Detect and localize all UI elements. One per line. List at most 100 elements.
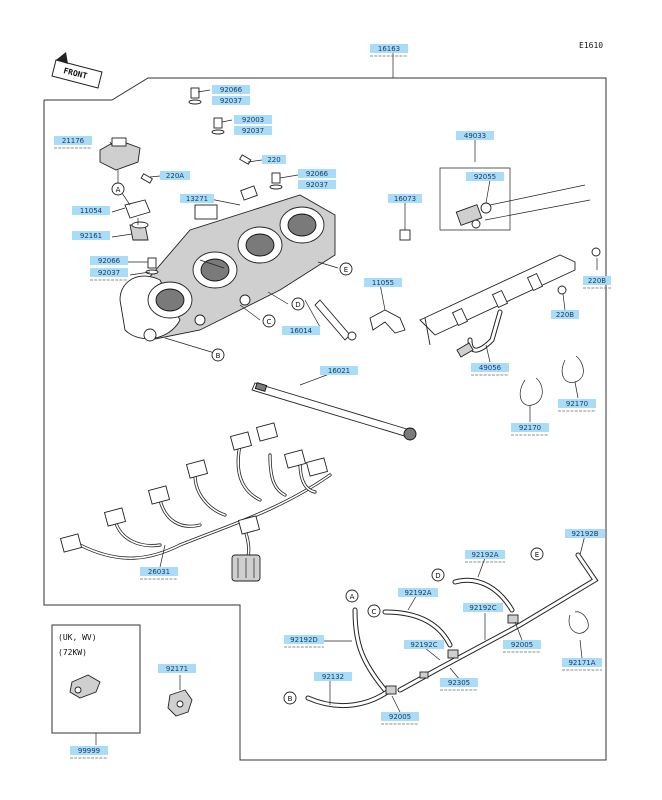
label-220B-b: 220B (551, 310, 579, 319)
label-49033: 49033 (456, 131, 494, 140)
svg-text:220B: 220B (588, 277, 606, 285)
label-49056: 49056 (471, 363, 509, 376)
callout-b-lower: B (283, 691, 297, 705)
label-92192D: 92192D (284, 635, 324, 648)
label-92005-b: 92005 (503, 640, 541, 653)
svg-text:B: B (288, 695, 293, 703)
shaft-part (251, 382, 417, 441)
svg-text:92161: 92161 (80, 232, 102, 240)
svg-text:92305: 92305 (448, 679, 470, 687)
label-21176: 21176 (54, 136, 92, 149)
label-92192A-a: 92192A (465, 550, 505, 563)
svg-text:16021: 16021 (328, 367, 350, 375)
svg-text:16014: 16014 (290, 327, 313, 335)
svg-text:92037: 92037 (220, 97, 242, 105)
callout-a-lower: A (345, 589, 359, 603)
spring-clips (519, 355, 584, 406)
svg-text:13271: 13271 (186, 195, 208, 203)
svg-text:92066: 92066 (98, 257, 121, 265)
svg-text:92192C: 92192C (469, 604, 496, 612)
svg-text:C: C (267, 318, 272, 326)
callout-c-upper: C (262, 314, 276, 328)
svg-text:92171: 92171 (166, 665, 188, 673)
label-11055: 11055 (364, 278, 402, 287)
label-92171A: 92171A (562, 658, 602, 671)
fuel-rail (419, 247, 601, 358)
label-92066-a: 92066 (212, 85, 250, 94)
front-arrow-icon: FRONT (51, 52, 103, 89)
svg-text:92192A: 92192A (471, 551, 498, 559)
callout-e-upper: E (339, 262, 353, 276)
label-92170-b: 92170 (558, 399, 596, 412)
label-92066-b: 92066 (298, 169, 336, 178)
variant-line-2: (72KW) (58, 648, 87, 657)
label-16014: 16014 (282, 326, 320, 335)
label-16163: 16163 (370, 44, 408, 57)
label-16021: 16021 (320, 366, 358, 375)
svg-text:A: A (350, 593, 355, 601)
wiring-harness (59, 422, 332, 582)
label-92037-a: 92037 (212, 96, 250, 105)
svg-text:220: 220 (267, 156, 280, 164)
svg-text:92003: 92003 (242, 116, 264, 124)
label-26031: 26031 (140, 567, 178, 580)
label-92192C-a: 92192C (463, 603, 503, 612)
label-92305: 92305 (440, 678, 478, 691)
label-92005-a: 92005 (381, 712, 419, 725)
svg-text:92066: 92066 (220, 86, 243, 94)
label-11054: 11054 (72, 206, 110, 215)
label-220A: 220A (160, 171, 190, 180)
mount-bracket (167, 689, 193, 717)
part-labels: 16163 92066 92037 92003 92037 220 92066 … (54, 44, 611, 759)
plug-part (399, 229, 411, 241)
svg-text:92192A: 92192A (404, 589, 431, 597)
bracket-part (369, 309, 406, 334)
svg-text:92192D: 92192D (290, 636, 318, 644)
svg-text:D: D (435, 572, 440, 580)
callout-d-upper: D (291, 297, 305, 311)
svg-text:220B: 220B (556, 311, 574, 319)
callouts: A B C D E A B C D E (111, 182, 544, 705)
label-92192A-b: 92192A (398, 588, 438, 597)
variant-bracket (69, 674, 101, 699)
svg-text:92066: 92066 (306, 170, 329, 178)
svg-text:E: E (535, 551, 539, 559)
sensor-strip (314, 299, 357, 341)
label-99999: 99999 (70, 746, 108, 759)
regulator-unit (455, 184, 591, 229)
svg-text:220A: 220A (166, 172, 184, 180)
label-92171: 92171 (158, 664, 196, 673)
svg-text:B: B (216, 352, 221, 360)
label-220B-a: 220B (583, 276, 611, 289)
callout-a-upper: A (111, 182, 125, 196)
svg-text:92170: 92170 (566, 400, 588, 408)
svg-text:92037: 92037 (242, 127, 264, 135)
label-92037-c: 92037 (298, 180, 336, 189)
svg-text:16163: 16163 (378, 45, 400, 53)
svg-text:92192B: 92192B (571, 530, 598, 538)
label-220: 220 (262, 155, 286, 164)
svg-text:92132: 92132 (322, 673, 344, 681)
svg-text:26031: 26031 (148, 568, 170, 576)
label-92170-a: 92170 (511, 423, 549, 436)
label-92192B: 92192B (565, 529, 605, 538)
svg-text:99999: 99999 (78, 747, 100, 755)
callout-c-lower: C (367, 604, 381, 618)
svg-text:92171A: 92171A (568, 659, 595, 667)
svg-text:92037: 92037 (98, 269, 120, 277)
svg-text:A: A (116, 186, 121, 194)
main-frame (43, 77, 607, 761)
svg-text:11054: 11054 (80, 207, 103, 215)
svg-text:92037: 92037 (306, 181, 328, 189)
label-13271: 13271 (180, 194, 214, 203)
svg-text:21176: 21176 (62, 137, 85, 145)
svg-text:C: C (372, 608, 377, 616)
svg-text:92192C: 92192C (410, 641, 437, 649)
throttle-body-assembly (119, 185, 336, 342)
label-16073: 16073 (388, 194, 422, 203)
svg-text:92170: 92170 (519, 424, 541, 432)
label-92037-b: 92037 (234, 126, 272, 135)
svg-text:16073: 16073 (394, 195, 416, 203)
variant-line-1: (UK, WV) (58, 633, 97, 642)
